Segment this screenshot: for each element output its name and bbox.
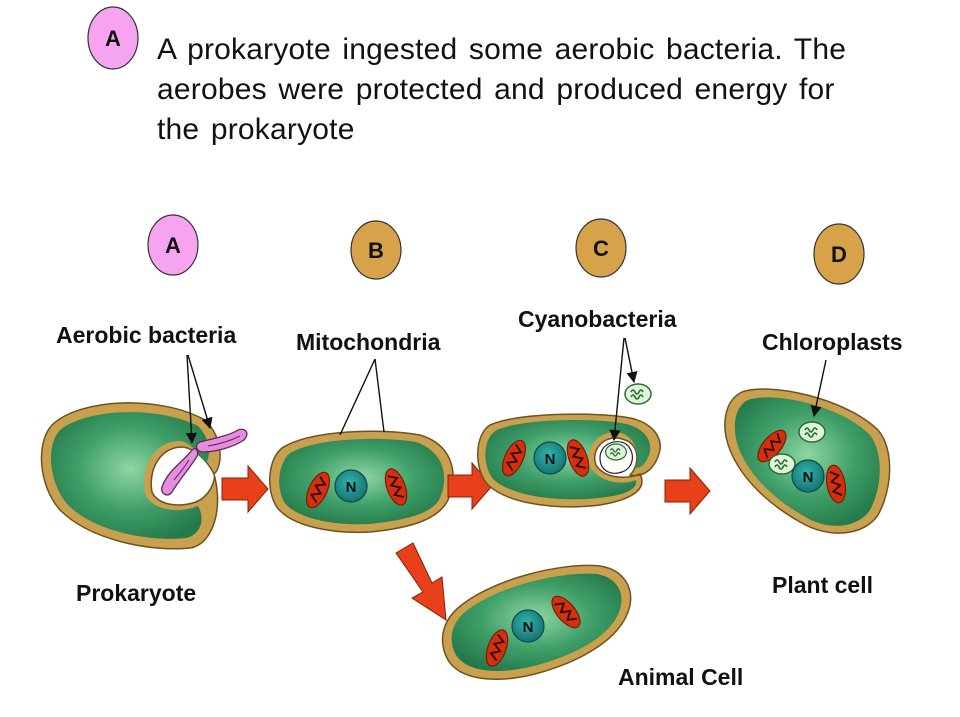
stage-badge-b: B xyxy=(350,220,402,280)
cyano-pointer-2 xyxy=(624,337,638,384)
nucleus-letter: N xyxy=(545,451,556,468)
nucleus-letter: N xyxy=(523,619,534,636)
label-prokaryote: Prokaryote xyxy=(76,580,196,606)
arrow-c-to-d xyxy=(664,466,711,516)
caption-badge: A xyxy=(87,6,139,70)
free-aerobic-bacterium xyxy=(195,428,248,453)
caption-text: A prokaryote ingested some aerobic bacte… xyxy=(157,33,847,146)
label-cyanobacteria: Cyanobacteria xyxy=(518,306,677,332)
plant-cell: N xyxy=(724,388,891,534)
stage-badge-b-letter: B xyxy=(368,238,384,263)
stage-badge-a-letter: A xyxy=(165,233,181,258)
nucleus: N xyxy=(533,441,567,475)
label-aerobic-bacteria: Aerobic bacteria xyxy=(56,322,236,348)
mito-pointer-2 xyxy=(374,358,385,433)
stage-badge-a: A xyxy=(147,214,199,276)
label-chloroplasts: Chloroplasts xyxy=(762,329,903,355)
label-plant-cell: Plant cell xyxy=(772,572,873,598)
chloroplast xyxy=(768,453,796,475)
cell-c: N xyxy=(477,413,661,508)
chloroplast-pointer xyxy=(810,359,827,418)
free-cyanobacterium xyxy=(624,383,652,405)
arrow-a-to-b xyxy=(221,464,269,514)
cell-b: N xyxy=(269,430,454,534)
chloroplast xyxy=(798,421,826,443)
stage-badge-d: D xyxy=(813,223,865,285)
arrow-b-to-animal xyxy=(395,542,447,621)
stage-badge-c: C xyxy=(575,218,627,278)
engulfed-aerobe xyxy=(161,448,199,496)
prokaryote-cytoplasm xyxy=(50,412,209,539)
engulfed-cyanobacterium xyxy=(604,443,628,461)
nucleus: N xyxy=(511,609,545,643)
aerobe-pointer-1 xyxy=(185,354,198,445)
stage-badge-c-letter: C xyxy=(593,236,609,261)
aerobe-pointer-2 xyxy=(187,354,213,430)
mito-pointer-1 xyxy=(339,358,376,436)
caption-badge-letter: A xyxy=(105,26,121,51)
nucleus: N xyxy=(791,459,825,493)
label-mitochondria: Mitochondria xyxy=(296,329,441,355)
nucleus-letter: N xyxy=(803,469,814,486)
nucleus-letter: N xyxy=(346,479,357,496)
stage-badge-d-letter: D xyxy=(831,242,847,267)
prokaryote-cell xyxy=(40,402,221,550)
label-animal-cell: Animal Cell xyxy=(618,664,743,690)
cyano-pointer-1 xyxy=(609,337,625,442)
nucleus: N xyxy=(334,469,368,503)
animal-cell: N xyxy=(441,564,632,680)
